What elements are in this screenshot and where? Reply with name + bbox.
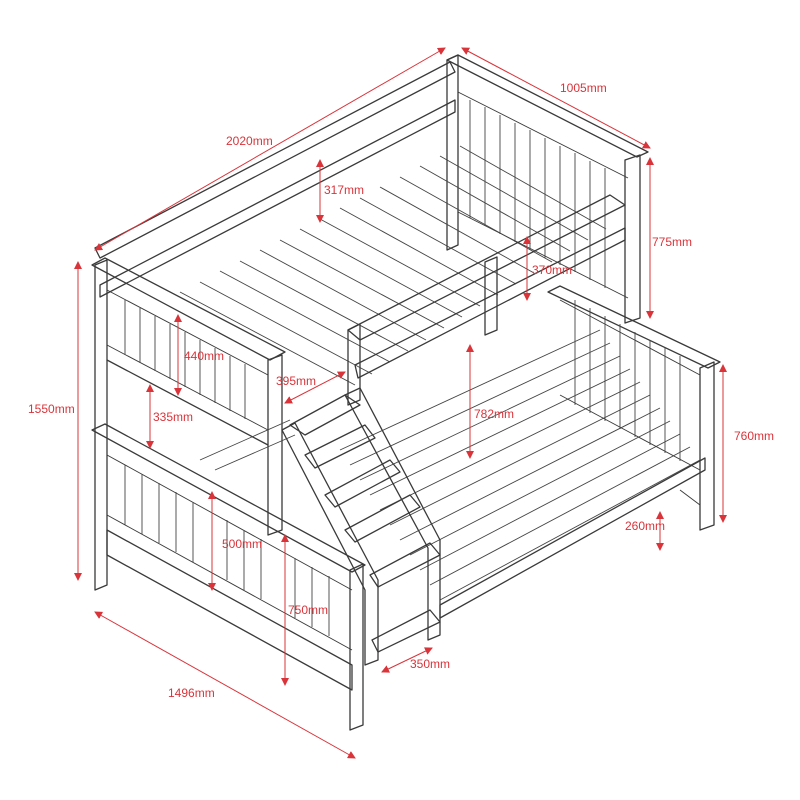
bottom-front-post [349,563,364,731]
label-bottom-leg-height: 260mm [625,519,665,533]
bottom-side-rail [439,457,706,619]
bottom-head-post [699,361,715,531]
bed-frame [91,54,721,731]
dim-line-1005 [461,47,651,149]
dimension-labels: 2020mm 1005mm 775mm 317mm 370mm 440mm 39… [28,81,774,700]
stair-step-3 [324,459,401,508]
label-overall-width: 1005mm [560,81,607,95]
dim-line-1496 [94,611,356,759]
bottom-deck-slats [199,329,701,601]
top-head-cap [446,54,649,158]
label-under-top-gap: 335mm [153,410,193,424]
top-foot-spindles [124,300,246,419]
dim-line-395 [284,371,346,404]
label-top-to-bottom-deck: 782mm [474,407,514,421]
staircase [281,387,441,666]
stair-step-5 [369,542,441,588]
top-front-guard-lower [354,227,626,379]
top-foot-cap [91,257,286,361]
top-guard-post [484,256,498,336]
label-total-height: 1550mm [28,402,75,416]
label-bottom-width: 1496mm [168,686,215,700]
top-head-right-post [624,154,641,324]
dimension-lines [74,47,727,759]
top-head-post [446,54,459,251]
bottom-head-spindles [574,300,681,461]
dim-line-350 [381,647,433,673]
label-top-guard-small: 370mm [532,263,572,277]
stair-step-2 [304,424,376,469]
bottom-foot-cap [91,423,366,573]
bottom-foot-spindles [124,465,330,636]
top-back-rail-lower [99,99,456,298]
label-top-head-height: 775mm [652,235,692,249]
label-top-end-height: 440mm [184,349,224,363]
label-top-guard-height: 317mm [324,183,364,197]
left-back-post [94,259,108,591]
top-front-post [347,323,361,406]
top-front-guard [347,194,626,341]
bottom-head-cap [547,285,721,369]
stair-step-4 [344,494,421,543]
label-bottom-end-height: 760mm [734,429,774,443]
stair-step-1 [289,394,361,436]
dim-line-2020 [94,47,446,251]
stair-stringer-right [344,387,441,641]
label-step-depth: 350mm [410,657,450,671]
top-back-rail [94,61,456,259]
label-bottom-front-height: 500mm [222,537,262,551]
label-overall-length: 2020mm [226,134,273,148]
label-stair-width: 395mm [276,374,316,388]
label-bottom-end-panel: 750mm [288,603,328,617]
stair-step-6 [371,609,441,653]
